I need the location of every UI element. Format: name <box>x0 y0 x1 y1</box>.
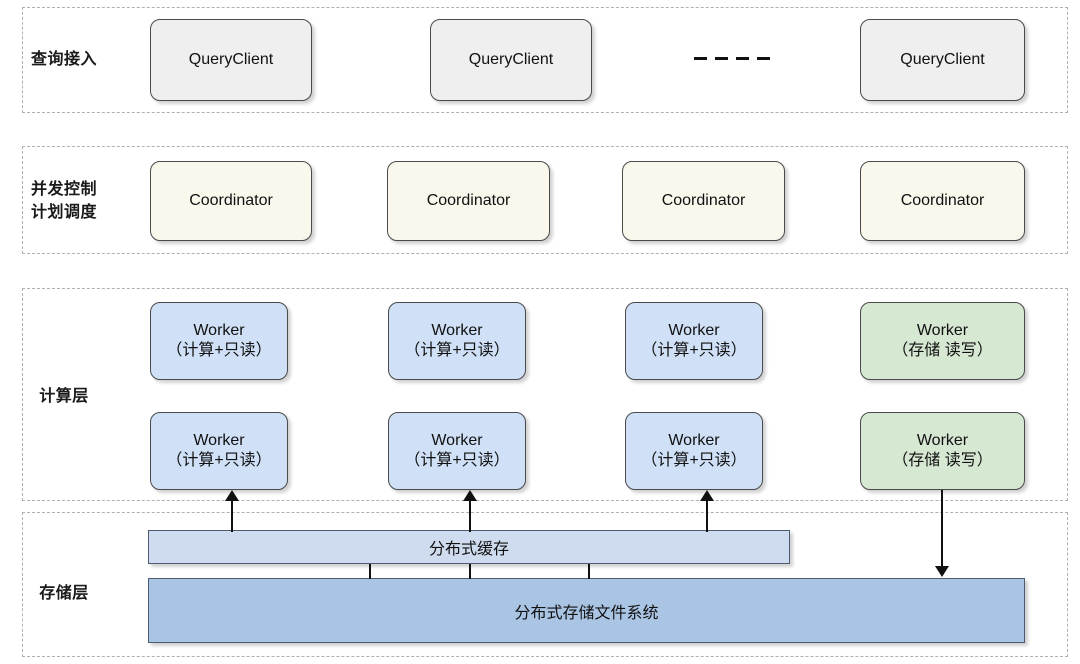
node-label: QueryClient <box>468 51 554 68</box>
node-label-line1: Worker <box>431 322 483 339</box>
connector-cache-to-filesystem-2 <box>469 564 471 579</box>
node-label-line1: Worker <box>193 322 245 339</box>
layer-label-query-access: 查询接入 <box>30 51 97 68</box>
ellipsis-query-clients <box>694 57 770 60</box>
band-query-access <box>22 7 1068 113</box>
node-label: Coordinator <box>426 192 511 209</box>
band-compute-layer <box>22 288 1068 501</box>
connector-cache-to-worker-c2 <box>469 500 471 532</box>
node-label-line1: Worker <box>193 432 245 449</box>
layer-label-concurrency-control: 并发控制 计划调度 <box>30 181 97 222</box>
connector-cache-to-worker-c3 <box>706 500 708 532</box>
node-label-line1: Worker <box>668 322 720 339</box>
connector-cache-to-worker-c1 <box>231 500 233 532</box>
node-label: QueryClient <box>900 51 985 68</box>
arrow-up-cache-to-worker-c2 <box>463 490 477 501</box>
node-label: Coordinator <box>661 192 746 209</box>
node-label-line1: Worker <box>916 322 969 339</box>
arrow-down-storage-worker-to-filesystem <box>935 566 949 577</box>
layer-label-storage: 存储层 <box>39 585 89 602</box>
node-coordinator-3[interactable]: Coordinator <box>622 161 785 241</box>
node-label-line2: （计算+只读） <box>404 342 510 359</box>
bar-label: 分布式存储文件系统 <box>514 604 659 622</box>
band-concurrency-control <box>22 146 1068 254</box>
node-worker-compute-r2c3[interactable]: Worker （计算+只读） <box>625 412 763 490</box>
node-coordinator-1[interactable]: Coordinator <box>150 161 312 241</box>
node-query-client-3[interactable]: QueryClient <box>860 19 1025 101</box>
node-label-line1: Worker <box>668 432 720 449</box>
node-label-line2: （计算+只读） <box>404 452 510 469</box>
node-worker-compute-r1c2[interactable]: Worker （计算+只读） <box>388 302 526 380</box>
node-query-client-1[interactable]: QueryClient <box>150 19 312 101</box>
node-label-line2: （计算+只读） <box>641 452 747 469</box>
node-worker-storage-r1c4[interactable]: Worker （存储 读写） <box>860 302 1025 380</box>
node-label: Coordinator <box>900 192 985 209</box>
node-label-line1: Worker <box>431 432 483 449</box>
node-worker-compute-r1c1[interactable]: Worker （计算+只读） <box>150 302 288 380</box>
node-label: Coordinator <box>189 192 273 209</box>
node-label-line2: （计算+只读） <box>166 452 272 469</box>
bar-distributed-filesystem[interactable]: 分布式存储文件系统 <box>148 578 1025 643</box>
node-label-line2: （存储 读写） <box>892 452 993 469</box>
bar-distributed-cache[interactable]: 分布式缓存 <box>148 530 790 564</box>
connector-cache-to-filesystem-3 <box>588 564 590 579</box>
node-label-line2: （计算+只读） <box>166 342 272 359</box>
connector-storage-worker-to-filesystem <box>941 490 943 568</box>
arrow-up-cache-to-worker-c3 <box>700 490 714 501</box>
connector-cache-to-filesystem-1 <box>369 564 371 579</box>
node-label-line2: （存储 读写） <box>892 342 993 359</box>
node-worker-compute-r2c2[interactable]: Worker （计算+只读） <box>388 412 526 490</box>
node-coordinator-2[interactable]: Coordinator <box>387 161 550 241</box>
arrow-up-cache-to-worker-c1 <box>225 490 239 501</box>
layer-label-compute: 计算层 <box>39 388 89 405</box>
node-worker-storage-r2c4[interactable]: Worker （存储 读写） <box>860 412 1025 490</box>
node-label-line2: （计算+只读） <box>641 342 747 359</box>
band-storage-layer <box>22 512 1068 657</box>
node-coordinator-4[interactable]: Coordinator <box>860 161 1025 241</box>
node-worker-compute-r2c1[interactable]: Worker （计算+只读） <box>150 412 288 490</box>
node-query-client-2[interactable]: QueryClient <box>430 19 592 101</box>
bar-label: 分布式缓存 <box>428 541 509 558</box>
node-worker-compute-r1c3[interactable]: Worker （计算+只读） <box>625 302 763 380</box>
node-label-line1: Worker <box>916 432 969 449</box>
node-label: QueryClient <box>188 51 274 68</box>
